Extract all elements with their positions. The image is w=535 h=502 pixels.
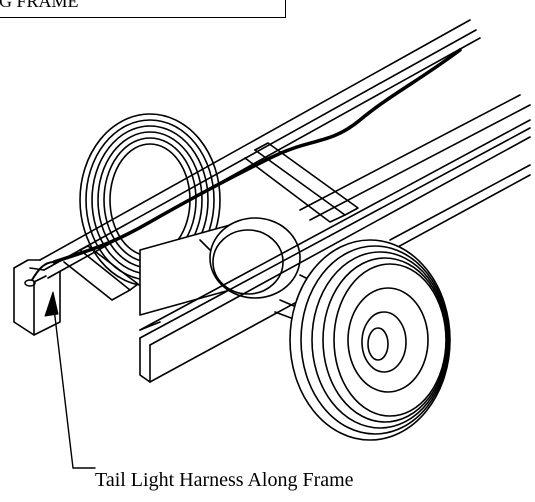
header-box: G FRAME — [0, 0, 286, 18]
far-frame-rails — [299, 94, 531, 241]
tail-light-harness-wire — [24, 48, 462, 287]
front-wheel-tire — [289, 239, 451, 441]
cross-member-middle — [244, 142, 359, 223]
front-wheel-hub — [347, 287, 429, 393]
cross-member-rear — [63, 245, 139, 301]
page-title: G FRAME — [0, 0, 79, 11]
axle-housing — [139, 217, 351, 341]
harness-leader-line — [44, 291, 96, 469]
harness-callout-label: Tail Light Harness Along Frame — [95, 469, 354, 491]
